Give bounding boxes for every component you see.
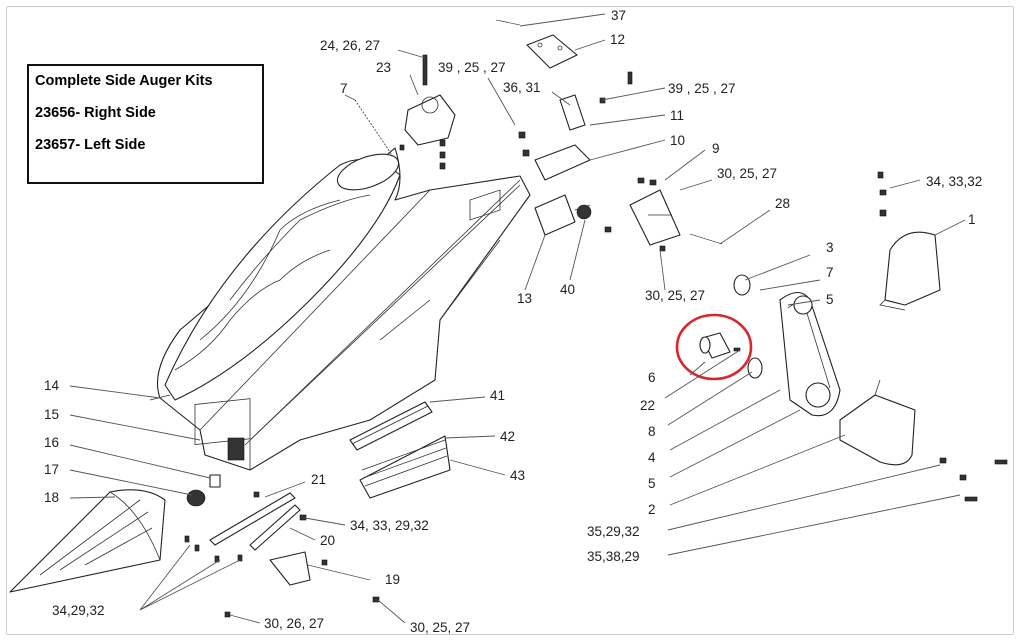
kit-title: Complete Side Auger Kits bbox=[35, 73, 213, 89]
spring-rod bbox=[354, 99, 393, 156]
label-6: 6 bbox=[648, 370, 656, 385]
label-19: 19 bbox=[385, 572, 400, 587]
label-39-25-27-top: 39 , 25 , 27 bbox=[438, 60, 506, 75]
label-34-33-29-32: 34, 33, 29,32 bbox=[350, 518, 429, 533]
label-16: 16 bbox=[44, 435, 59, 450]
label-34-29-32-bottom: 34,29,32 bbox=[52, 603, 105, 618]
label-1: 1 bbox=[968, 212, 976, 227]
label-30-25-27-bottom: 30, 25, 27 bbox=[410, 620, 470, 635]
lower-belt-guard bbox=[839, 379, 916, 466]
label-37: 37 bbox=[611, 8, 626, 23]
callout-labels: 37 12 24, 26, 27 23 39 , 25 , 27 39 , 25… bbox=[44, 8, 982, 635]
drive-hub bbox=[699, 332, 763, 379]
label-30-25-27-top: 30, 25, 27 bbox=[717, 166, 777, 181]
label-11: 11 bbox=[670, 108, 684, 123]
leader-lines bbox=[69, 13, 966, 624]
diagram-frame bbox=[6, 6, 1014, 635]
top-plate bbox=[495, 19, 578, 69]
label-35-38-29: 35,38,29 bbox=[587, 549, 640, 564]
highlight-circle bbox=[675, 313, 753, 381]
label-30-25-27-mid: 30, 25, 27 bbox=[645, 288, 705, 303]
label-2: 2 bbox=[648, 502, 656, 517]
label-23: 23 bbox=[376, 60, 391, 75]
gearbox bbox=[399, 54, 456, 170]
label-20: 20 bbox=[320, 533, 335, 548]
label-12: 12 bbox=[610, 32, 625, 47]
tension-bracket bbox=[604, 177, 723, 252]
hardware-lower-left bbox=[184, 457, 1008, 618]
auger-housing bbox=[156, 147, 531, 471]
label-15: 15 bbox=[44, 407, 59, 422]
label-14: 14 bbox=[44, 378, 60, 393]
label-9: 9 bbox=[712, 141, 720, 156]
label-35-29-32: 35,29,32 bbox=[587, 524, 640, 539]
wear-plates bbox=[349, 401, 451, 499]
label-34-33-32-top: 34, 33,32 bbox=[926, 174, 982, 189]
auger-flighting bbox=[149, 153, 401, 401]
label-22: 22 bbox=[640, 398, 655, 413]
label-21: 21 bbox=[311, 472, 326, 487]
label-10: 10 bbox=[670, 133, 685, 148]
label-40: 40 bbox=[560, 282, 575, 297]
label-7-right: 7 bbox=[826, 265, 834, 280]
label-43: 43 bbox=[510, 468, 525, 483]
bracket-and-knob bbox=[534, 194, 592, 236]
label-42: 42 bbox=[500, 429, 515, 444]
kit-info-box: Complete Side Auger Kits 23656- Right Si… bbox=[27, 64, 264, 184]
kit-left-side: 23657- Left Side bbox=[35, 137, 146, 153]
label-7-left: 7 bbox=[340, 81, 348, 96]
label-8: 8 bbox=[648, 424, 656, 439]
belt-guard-cover bbox=[877, 171, 941, 311]
pulley-belt bbox=[733, 274, 841, 417]
label-5-top: 5 bbox=[826, 292, 834, 307]
auger-cone bbox=[9, 489, 166, 593]
label-24-26-27: 24, 26, 27 bbox=[320, 38, 380, 53]
label-30-26-27: 30, 26, 27 bbox=[264, 616, 324, 631]
label-28: 28 bbox=[775, 196, 790, 211]
label-39-25-27-right: 39 , 25 , 27 bbox=[668, 81, 736, 96]
label-18: 18 bbox=[44, 490, 59, 505]
label-4: 4 bbox=[648, 450, 656, 465]
label-13: 13 bbox=[517, 291, 532, 306]
label-17: 17 bbox=[44, 462, 59, 477]
kit-right-side: 23656- Right Side bbox=[35, 105, 156, 121]
label-5-bottom: 5 bbox=[648, 476, 656, 491]
label-3: 3 bbox=[826, 240, 834, 255]
label-41: 41 bbox=[490, 388, 505, 403]
label-36-31: 36, 31 bbox=[503, 80, 541, 95]
